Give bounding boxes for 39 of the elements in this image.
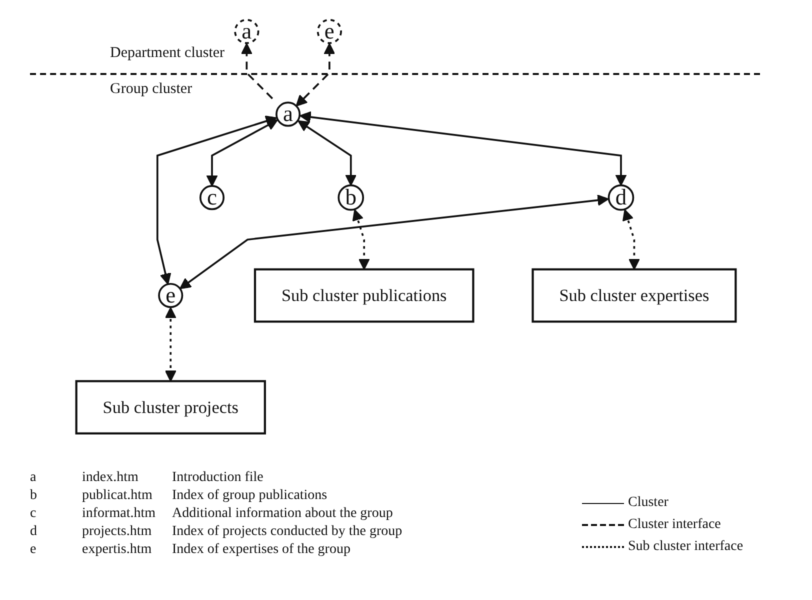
arrow — [300, 111, 627, 186]
legend-text: Sub cluster interface — [628, 539, 744, 555]
process-box: Sub cluster expertises — [532, 268, 737, 323]
arrow — [296, 43, 336, 107]
process-box: Sub cluster publications — [254, 268, 474, 323]
circle-node: b — [338, 184, 364, 211]
legend-text: Cluster — [628, 495, 668, 511]
file-name: publicat.htm — [82, 488, 154, 504]
arrow — [164, 307, 176, 382]
arrow — [156, 116, 278, 285]
arrow — [352, 209, 370, 270]
description-text: Index of group publications — [172, 488, 328, 504]
description-text: Introduction file — [172, 470, 264, 486]
file-name: projects.htm — [82, 524, 153, 540]
file-name: informat.htm — [82, 506, 156, 522]
arrow — [206, 119, 278, 186]
key-letter: d — [30, 524, 38, 540]
key-letter: c — [30, 506, 38, 522]
process-box: Sub cluster projects — [75, 380, 266, 434]
legend-text: Cluster interface — [628, 517, 721, 533]
key-letter: b — [30, 488, 38, 504]
arrow — [622, 209, 640, 270]
circle-node: a — [276, 101, 301, 127]
circle-node: e — [158, 282, 184, 308]
arrow — [179, 194, 609, 290]
circle-node: c — [199, 184, 225, 210]
file-name: index.htm — [82, 470, 140, 486]
description-text: Additional information about the group — [172, 506, 394, 522]
key-letter: a — [30, 470, 38, 486]
region-label: Group cluster — [110, 80, 192, 98]
key-letter: e — [30, 542, 38, 558]
region-label: Department cluster — [110, 44, 225, 62]
circle-node: e — [316, 18, 342, 44]
description-text: Index of expertises of the group — [172, 542, 352, 558]
description-text: Index of projects conducted by the group — [172, 524, 404, 540]
circle-node: a — [234, 18, 260, 44]
file-name: expertis.htm — [82, 542, 153, 558]
circle-node: d — [608, 184, 634, 211]
arrow — [298, 120, 357, 186]
